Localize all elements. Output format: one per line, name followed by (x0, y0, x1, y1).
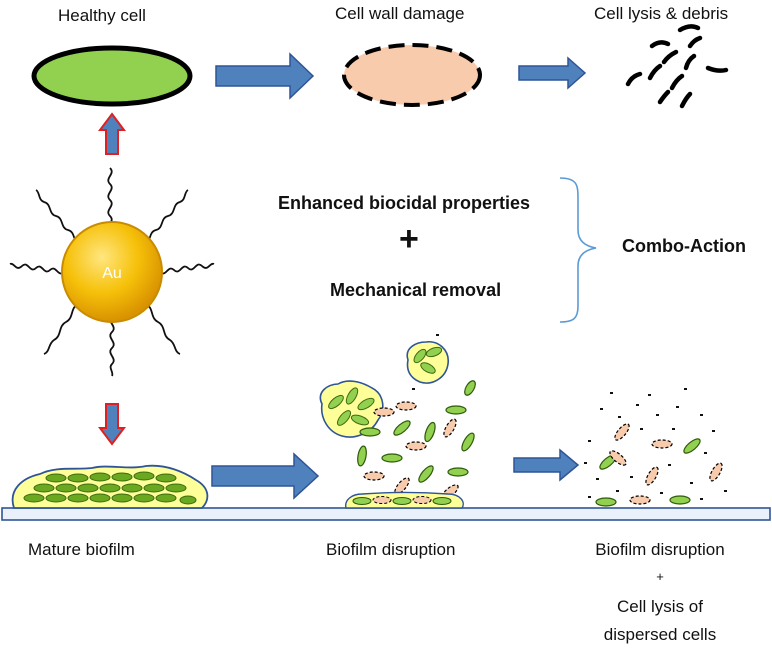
combo-action-label: Combo-Action (622, 236, 746, 256)
biofilm-cells (23, 471, 197, 505)
final-debris-dots (412, 334, 727, 500)
mechanical-removal-label: Mechanical removal (330, 280, 502, 300)
enhanced-biocidal-label: Enhanced biocidal properties (278, 193, 531, 213)
biofilm-disruption-label: Biofilm disruption (326, 540, 456, 559)
arrow-to-lysis (518, 56, 587, 90)
plus-sign: + (399, 220, 419, 258)
healthy-cell-label: Healthy cell (58, 6, 146, 25)
arrow-to-damage (215, 52, 315, 100)
arrow-to-final (513, 448, 580, 482)
final-stage-line1: Biofilm disruption (595, 540, 725, 559)
arrow-down-to-biofilm (98, 403, 126, 446)
mature-biofilm-label: Mature biofilm (28, 540, 135, 559)
detached-cluster-left-cells (328, 387, 375, 426)
final-stage-line2: Cell lysis of (617, 597, 703, 616)
dispersed-green-cells (357, 380, 476, 483)
healthy-cell (31, 45, 193, 107)
final-stage-line3: dispersed cells (603, 625, 717, 644)
damaged-cell (342, 43, 482, 107)
cell-debris (625, 24, 729, 109)
au-label: Au (102, 265, 122, 282)
cell-lysis-debris-label: Cell lysis & debris (594, 4, 729, 23)
arrow-to-disruption (211, 452, 320, 500)
arrow-up-to-cell (98, 112, 126, 155)
final-stage-plus: + (656, 569, 664, 584)
detached-cluster-right-cells (413, 346, 443, 374)
final-damaged-cells (609, 423, 723, 505)
cell-wall-damage-label: Cell wall damage (335, 4, 465, 23)
ligand-coils (9, 167, 215, 377)
residual-biofilm-cells (352, 496, 452, 505)
detached-cluster-right (406, 340, 449, 384)
final-green-cells (595, 438, 701, 507)
gold-nanoparticle (61, 221, 163, 323)
surface-substrate (1, 507, 771, 521)
combo-brace (559, 177, 597, 323)
